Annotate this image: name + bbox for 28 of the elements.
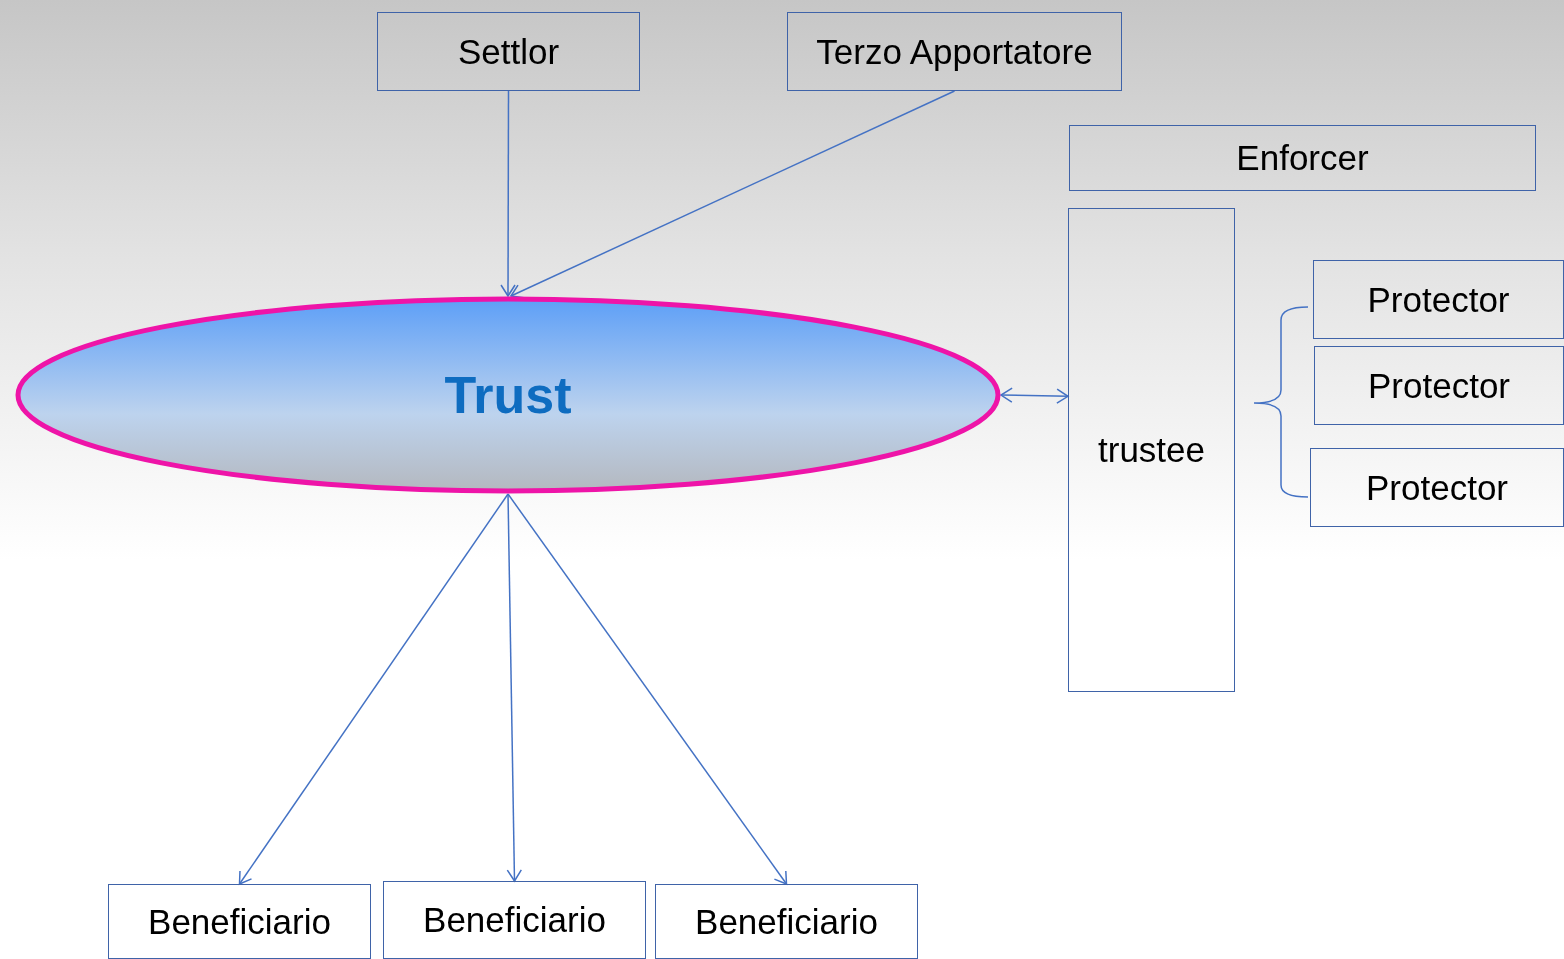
arrow — [500, 90, 516, 297]
box-label: Protector — [1368, 365, 1510, 406]
box-label: Enforcer — [1236, 138, 1369, 178]
arrow — [510, 90, 956, 299]
protector-box — [1314, 346, 1564, 425]
ellipse-label: Trust — [444, 365, 572, 425]
protector-box — [1313, 260, 1564, 339]
beneficiary-box — [655, 884, 918, 959]
box-label: Settlor — [457, 31, 560, 72]
box-label: Beneficiario — [695, 901, 878, 942]
settlor-box — [377, 12, 640, 91]
trustee-box — [1068, 208, 1235, 692]
arrow — [507, 493, 788, 885]
arrow — [506, 493, 523, 882]
box-label: Protector — [1367, 279, 1510, 320]
beneficiary-box — [108, 884, 371, 959]
box-label: Terzo Apportatore — [816, 31, 1093, 72]
contributor-box — [787, 12, 1122, 91]
arrow — [1000, 387, 1069, 404]
beneficiary-box — [383, 881, 646, 959]
box-label: Beneficiario — [148, 901, 331, 942]
trust-ellipse — [15, 296, 1001, 494]
enforcer-box — [1069, 125, 1536, 191]
protector-box — [1310, 448, 1564, 527]
box-label: Protector — [1366, 467, 1508, 508]
arrow — [238, 493, 509, 885]
box-label: trustee — [1098, 430, 1205, 470]
box-label: Beneficiario — [423, 900, 606, 940]
